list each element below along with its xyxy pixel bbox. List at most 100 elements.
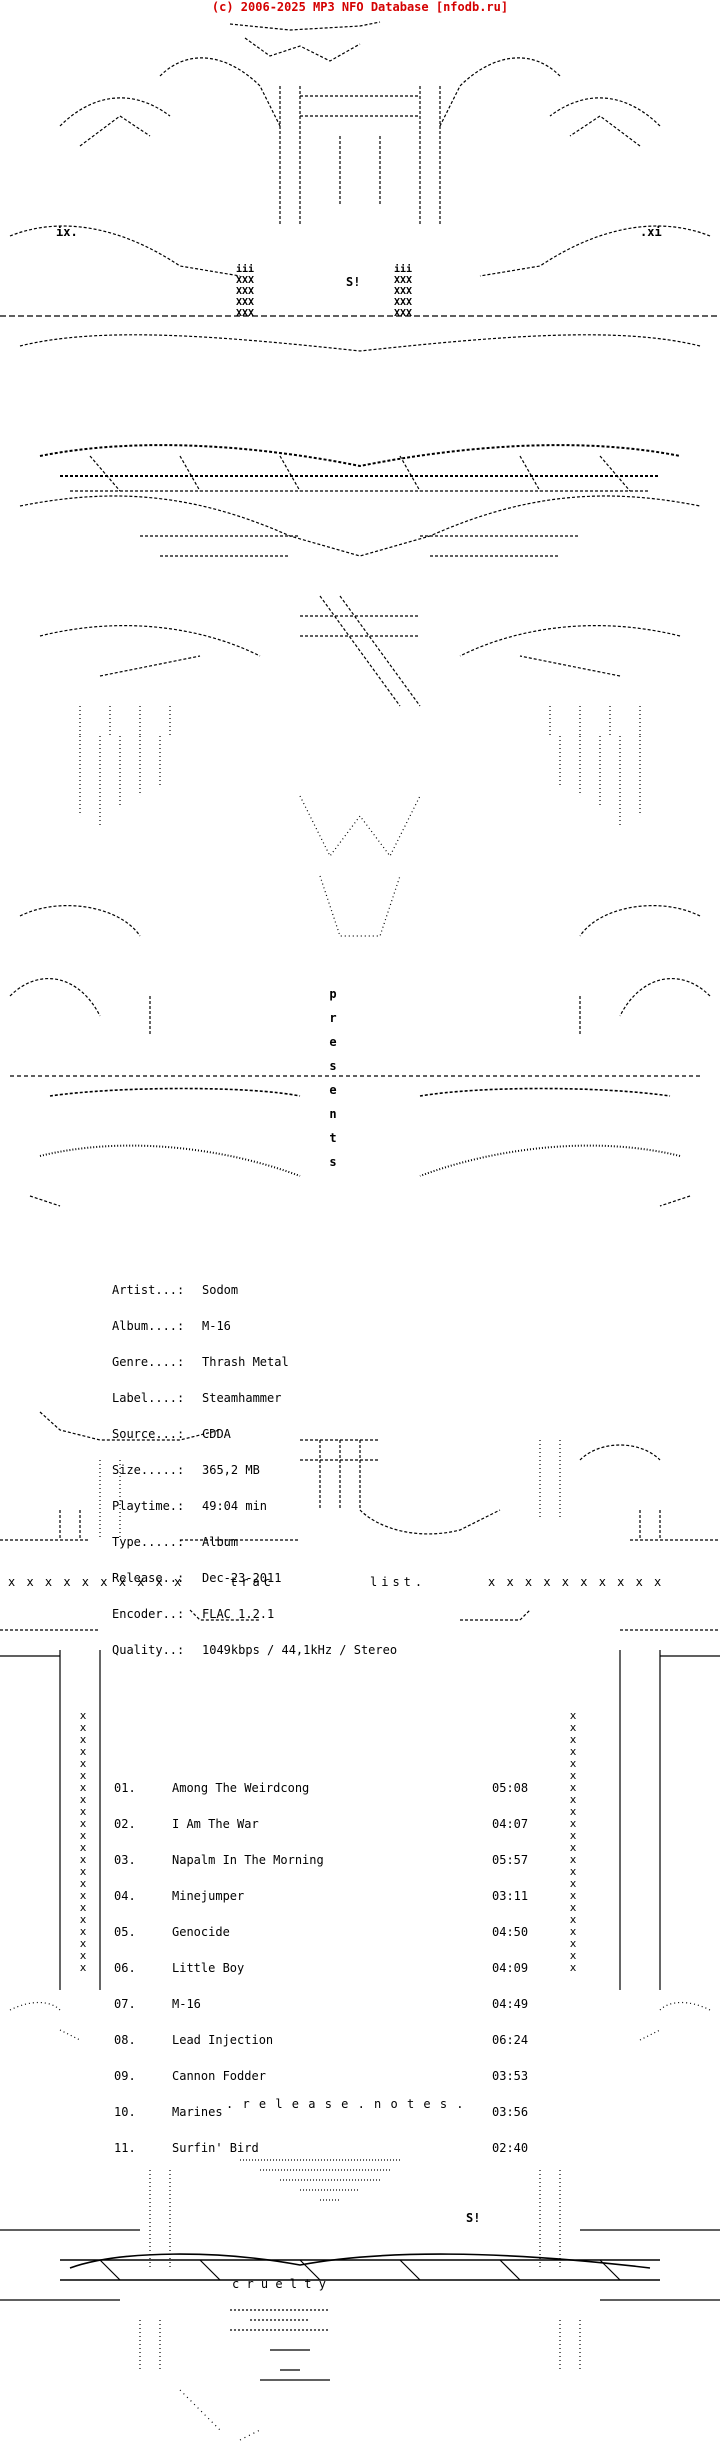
copyright-banner: (c) 2006-2025 MP3 NFO Database [nfodb.ru… <box>211 0 509 14</box>
info-value: FLAC 1.2.1 <box>202 1607 275 1621</box>
presents-letter: e <box>329 1083 337 1097</box>
track-number: 01. <box>114 1781 136 1795</box>
track-number: 08. <box>114 2033 136 2047</box>
track-time: 05:08 <box>492 1781 529 1795</box>
track-row: 01. Among The Weirdcong 05:08 <box>114 1782 528 1794</box>
release-notes-label: . r e l e a s e . n o t e s . <box>226 2097 465 2111</box>
info-value: 365,2 MB <box>202 1463 260 1477</box>
info-key: Genre....: <box>112 1355 185 1369</box>
track-row: 02. I Am The War 04:07 <box>114 1818 528 1830</box>
info-row-encoder: Encoder..: FLAC 1.2.1 <box>112 1608 397 1620</box>
info-key: Release..: <box>112 1571 185 1585</box>
track-title: Among The Weirdcong <box>172 1781 310 1795</box>
logo-tag-center: S! <box>346 275 361 289</box>
info-key: Type.....: <box>112 1535 185 1549</box>
track-row: 06. Little Boy 04:09 <box>114 1962 528 1974</box>
track-time: 04:49 <box>492 1997 529 2011</box>
release-info: Artist...: Sodom Album....: M-16 Genre....… <box>112 1260 397 1668</box>
presents-letter: p <box>329 987 337 1001</box>
track-row: 03. Napalm In The Morning 05:57 <box>114 1854 528 1866</box>
info-row-release: Release..: Dec-23-2011 <box>112 1572 397 1584</box>
info-row-album: Album....: M-16 <box>112 1320 397 1332</box>
info-row-source: Source...: CDDA <box>112 1428 397 1440</box>
track-title: Cannon Fodder <box>172 2069 266 2083</box>
ascii-logo-art: ix. .xi S! iii XXX XXX XXX XXX iii XXX X… <box>0 16 720 736</box>
track-time: 03:56 <box>492 2105 529 2119</box>
track-number: 04. <box>114 1889 136 1903</box>
info-row-label: Label....: Steamhammer <box>112 1392 397 1404</box>
track-title: I Am The War <box>172 1817 259 1831</box>
track-number: 02. <box>114 1817 136 1831</box>
info-row-size: Size.....:365,2 MB <box>112 1464 397 1476</box>
info-row-genre: Genre....: Thrash Metal <box>112 1356 397 1368</box>
info-key: Source...: <box>112 1427 185 1441</box>
track-number: 06. <box>114 1961 136 1975</box>
info-value: Dec-23-2011 <box>202 1571 282 1585</box>
info-value: Steamhammer <box>202 1391 282 1405</box>
info-value: 1049kbps / 44,1kHz / Stereo <box>202 1643 398 1657</box>
footer-logo-art: S! c r u e l t y <box>0 2150 720 2448</box>
track-row: 07. M-16 04:49 <box>114 1998 528 2010</box>
track-number: 07. <box>114 1997 136 2011</box>
track-row: 08. Lead Injection 06:24 <box>114 2034 528 2046</box>
presents-letter: s <box>329 1059 337 1073</box>
info-row-type: Type.....: Album <box>112 1536 397 1548</box>
track-number: 11. <box>114 2141 136 2155</box>
footer-subtitle: c r u e l t y <box>232 2277 326 2291</box>
xxx-block-right: iii XXX XXX XXX XXX <box>394 264 413 319</box>
track-time: 04:09 <box>492 1961 529 1975</box>
track-title: Minejumper <box>172 1889 245 1903</box>
track-title: Napalm In The Morning <box>172 1853 324 1867</box>
info-value: Thrash Metal <box>202 1355 289 1369</box>
track-row: 09. Cannon Fodder 03:53 <box>114 2070 528 2082</box>
track-time: 05:57 <box>492 1853 529 1867</box>
info-row-artist: Artist...: Sodom <box>112 1284 397 1296</box>
info-value: CDDA <box>202 1427 231 1441</box>
track-time: 06:24 <box>492 2033 529 2047</box>
presents-letter: n <box>329 1107 337 1121</box>
info-row-playtime: Playtime.: 49:04 min <box>112 1500 397 1512</box>
track-row: 10. Marines 03:56 <box>114 2106 528 2118</box>
info-key: Quality..: <box>112 1643 185 1657</box>
track-time: 04:50 <box>492 1925 529 1939</box>
tracklist-marks-left: x x x x x x x x x x <box>8 1575 184 1589</box>
track-title: M-16 <box>172 1997 201 2011</box>
info-value: Album <box>202 1535 239 1549</box>
track-title: Lead Injection <box>172 2033 274 2047</box>
track-title: Marines <box>172 2105 223 2119</box>
xxx-block-left: iii XXX XXX XXX XXX <box>236 264 255 319</box>
info-key: Artist...: <box>112 1283 185 1297</box>
presents-art <box>0 736 720 1216</box>
track-row: 04. Minejumper 03:11 <box>114 1890 528 1902</box>
track-title: Little Boy <box>172 1961 245 1975</box>
track-time: 03:11 <box>492 1889 529 1903</box>
info-key: Playtime.: <box>112 1499 185 1513</box>
info-key: Label....: <box>112 1391 185 1405</box>
info-value: Sodom <box>202 1283 239 1297</box>
track-time: 04:07 <box>492 1817 529 1831</box>
tracklist-marks-right: x x x x x x x x x x <box>488 1575 664 1589</box>
info-key: Encoder..: <box>112 1607 185 1621</box>
tracklist-title: trac <box>230 1575 275 1589</box>
track-number: 05. <box>114 1925 136 1939</box>
tracklist-header-art: x x x x x x x x x x x x x x x x x x x x … <box>0 1400 720 1650</box>
track-time: 03:53 <box>492 2069 529 2083</box>
track-number: 10. <box>114 2105 136 2119</box>
info-row-quality: Quality..: 1049kbps / 44,1kHz / Stereo <box>112 1644 397 1656</box>
track-number: 09. <box>114 2069 136 2083</box>
logo-tag-right: .xi <box>640 225 662 239</box>
tracklist-frame <box>0 1650 720 2050</box>
info-key: Album....: <box>112 1319 185 1333</box>
track-title: Genocide <box>172 1925 230 1939</box>
footer-tag: S! <box>466 2211 481 2225</box>
presents-letter: e <box>329 1035 337 1049</box>
info-value: 49:04 min <box>202 1499 268 1513</box>
presents-letter: s <box>329 1155 337 1169</box>
track-number: 03. <box>114 1853 136 1867</box>
presents-letter: r <box>329 1011 337 1025</box>
info-value: M-16 <box>202 1319 231 1333</box>
track-time: 02:40 <box>492 2141 529 2155</box>
